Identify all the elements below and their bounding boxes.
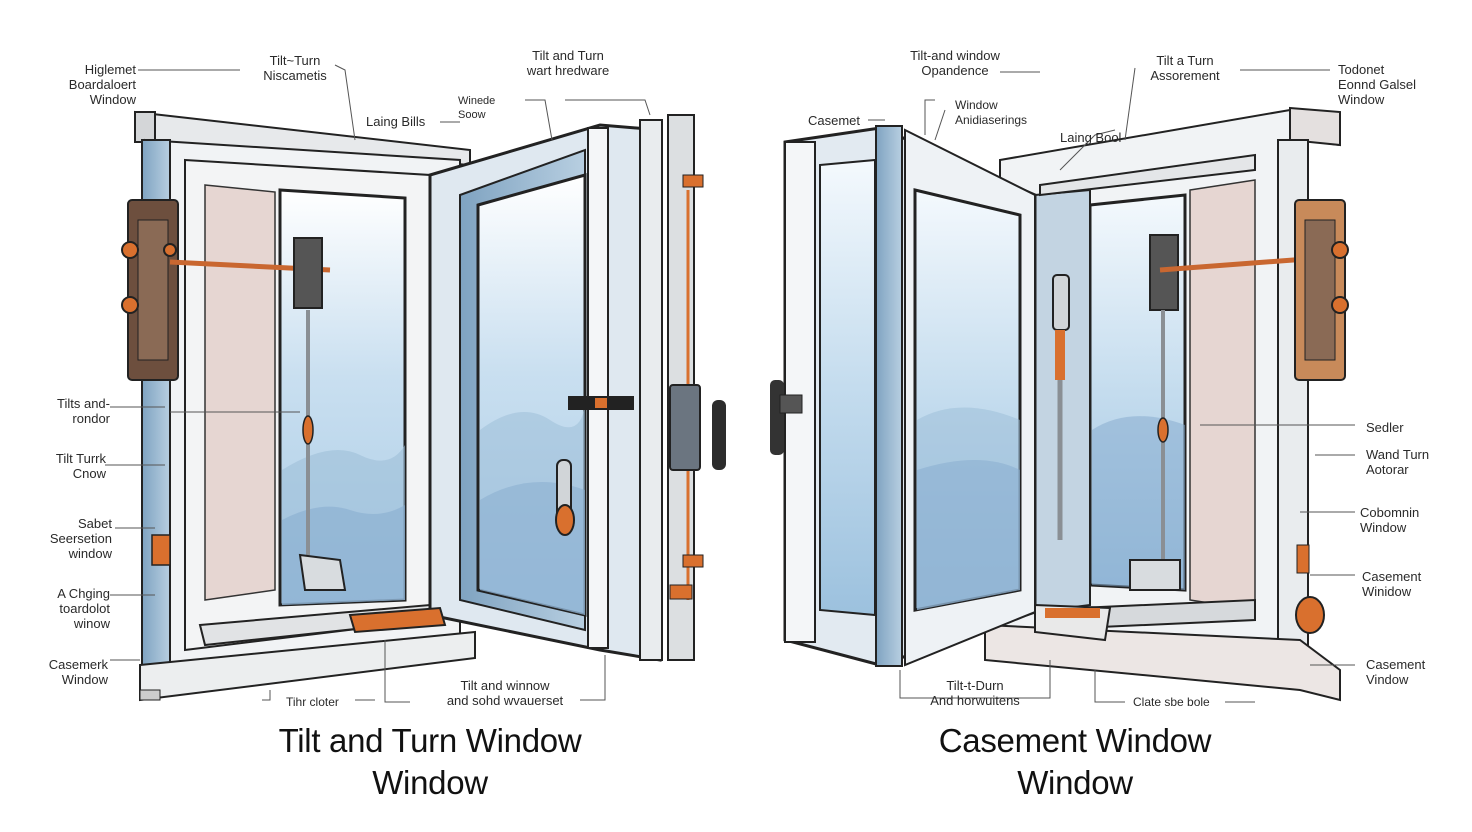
label-casement-window-left: Casemerk Window [48, 657, 108, 687]
label-tilt-a-turn-assorement: Tilt a Turn Assorement [1150, 53, 1220, 83]
label-tilt-turn-hardware: Tilt and Turn wart hredware [526, 48, 610, 78]
label-casement-winidow: Casement Winidow [1362, 569, 1422, 599]
label-clate-sbe-bole: Clate sbe bole [1133, 695, 1210, 709]
caption-casement: Casement Window Window [850, 720, 1300, 804]
label-tilt-and-window-opandence: Tilt-and window Opandence [910, 48, 1000, 78]
label-tihr-cloter: Tihr cloter [286, 695, 339, 709]
label-tilt-turn-niscametis: Tilt~Turn Niscametis [263, 53, 327, 83]
caption-tilt-and-turn: Tilt and Turn Window Window [200, 720, 660, 804]
label-tilt-hinge-horwuitens: Tilt-t-Durn And horwuitens [930, 678, 1020, 708]
casement-window-illustration [770, 106, 1349, 702]
tilt-turn-window-illustration [121, 110, 726, 702]
caption-casement-line2: Window [1017, 764, 1133, 801]
label-tilt-turk-cnow: Tilt Turrk Cnow [55, 451, 106, 481]
label-laing-bool: Laing Bool [1060, 130, 1122, 145]
leader-lines [105, 64, 1355, 703]
caption-tilt-and-turn-line2: Window [372, 764, 488, 801]
label-casement-vindow: Casement Vindow [1366, 657, 1426, 687]
label-higlemet-window: Higlemet Boardaloert Window [68, 62, 136, 107]
caption-casement-line1: Casement Window [938, 722, 1212, 759]
label-wand-turn-aotorar: Wand Turn Aotorar [1366, 447, 1430, 477]
label-tilt-and-rondor: Tilts and- rondor [57, 396, 110, 426]
label-window-anidiaserings: Window Anidiaserings [955, 98, 1028, 127]
label-winede-soow: Winede Soow [458, 95, 496, 121]
label-laing-bills: Laing Bills [366, 114, 426, 129]
label-casemet: Casemet [807, 113, 860, 128]
label-tilt-and-winnow: Tilt and winnow and sohd wvauerset [446, 678, 564, 708]
label-a-chging-window: A Chging toardolot winow [57, 586, 110, 631]
label-sabet-section-window: Sabet Seersetion window [49, 516, 112, 561]
label-cobomnin-window: Cobomnin Window [1360, 505, 1420, 535]
caption-tilt-and-turn-line1: Tilt and Turn Window [278, 722, 582, 759]
label-sedler: Sedler [1366, 420, 1404, 435]
label-todonet-window: Todonet Eonnd Galsel Window [1338, 62, 1417, 107]
